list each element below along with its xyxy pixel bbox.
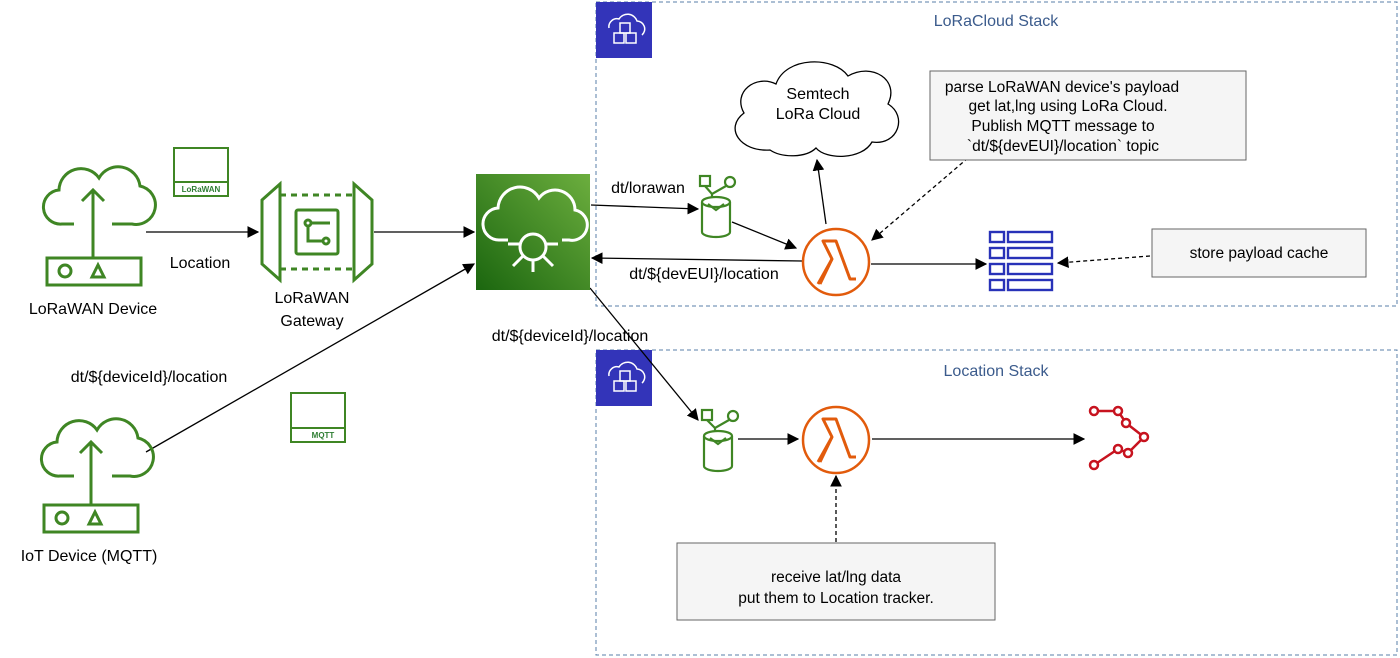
cloud-label-line1: Semtech — [786, 86, 849, 103]
edge-lambda-to-cloud — [812, 158, 827, 225]
lorawan-gateway-icon — [260, 180, 374, 284]
edge-label-location: Location — [170, 255, 231, 272]
edge-label-lorawan-topic: dt/lorawan — [611, 180, 685, 197]
location-stack-title: Location Stack — [944, 363, 1050, 380]
dynamodb-table-icon — [988, 230, 1054, 292]
lorawan-device-label: LoRaWAN Device — [29, 301, 157, 318]
location-stack: Location Stack — [595, 349, 1398, 656]
mqtt-badge-text: MQTT — [312, 431, 335, 440]
lambda-icon — [801, 227, 871, 297]
semtech-cloud-icon — [734, 61, 900, 158]
iot-core-icon — [476, 174, 590, 290]
parse-note-line3: Publish MQTT message to — [971, 118, 1154, 135]
edge-label-device-topic-center: dt/${deviceId}/location — [492, 328, 649, 345]
edge-cache-note — [1056, 255, 1151, 269]
edge-lambda-to-core — [590, 252, 803, 264]
cloud-label-line2: LoRa Cloud — [776, 106, 861, 123]
edge-label-device-topic-left: dt/${deviceId}/location — [71, 369, 228, 386]
loracloud-stack-title: LoRaCloud Stack — [934, 13, 1060, 30]
lorawan-badge-text: LoRaWAN — [182, 185, 221, 194]
lambda-icon — [801, 405, 871, 475]
edge-core-to-location-rule — [589, 287, 699, 421]
edge-label-deveui-topic: dt/${devEUI}/location — [629, 266, 778, 283]
parse-note-line1: parse LoRaWAN device's payload — [945, 79, 1179, 96]
gateway-label-line1: LoRaWAN — [275, 290, 350, 307]
location-tracker-icon — [1088, 405, 1150, 471]
cache-note: store payload cache — [1151, 228, 1367, 278]
stack-icon — [596, 350, 652, 406]
edge-iot-to-core — [145, 263, 476, 453]
topic-rule-icon — [698, 174, 737, 239]
edges — [145, 157, 1151, 542]
edge-parse-note — [871, 157, 969, 241]
mqtt-badge-icon — [290, 392, 346, 443]
gateway-label-line2: Gateway — [280, 313, 343, 330]
loracloud-stack: LoRaCloud Stack — [595, 1, 1398, 307]
lorawan-device-icon — [42, 165, 157, 287]
receive-note-line2: put them to Location tracker. — [738, 590, 934, 607]
cache-note-text: store payload cache — [1190, 245, 1329, 262]
lorawan-badge-icon — [173, 147, 229, 197]
parse-note: parse LoRaWAN device's payload get lat,l… — [929, 70, 1247, 161]
edge-rule-to-lambda — [731, 221, 798, 250]
stack-icon — [596, 2, 652, 58]
topic-rule-icon — [700, 408, 740, 473]
receive-note: receive lat/lng data put them to Locatio… — [676, 542, 996, 621]
edge-core-to-topic-rule — [590, 202, 700, 215]
receive-note-line1: receive lat/lng data — [771, 569, 901, 586]
parse-note-line2: get lat,lng using LoRa Cloud. — [968, 98, 1167, 115]
iot-device-icon — [40, 417, 155, 534]
parse-note-line4: `dt/${devEUI}/location` topic — [967, 138, 1159, 155]
iot-device-label: IoT Device (MQTT) — [21, 548, 158, 565]
